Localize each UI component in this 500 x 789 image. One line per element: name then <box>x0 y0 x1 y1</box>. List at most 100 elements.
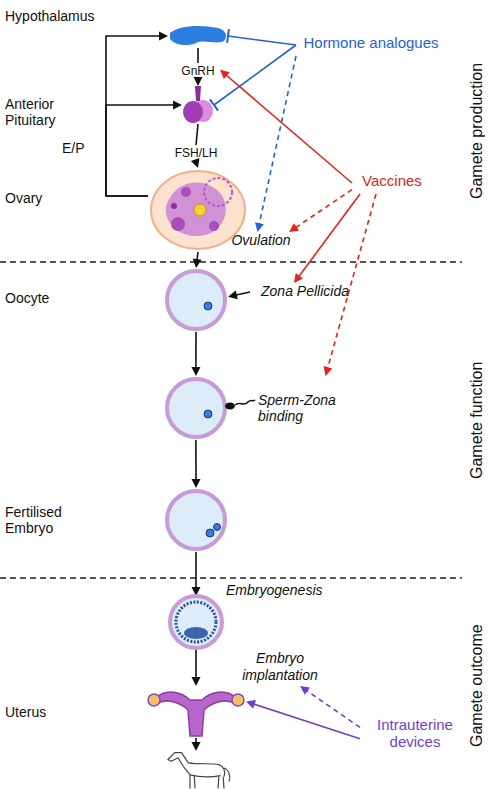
intervention-label: Intrauterine devices <box>360 716 470 754</box>
organ-label: Uterus <box>5 704 85 720</box>
arrow-head <box>193 259 202 268</box>
arrow-head <box>191 479 200 488</box>
connector-line <box>253 704 360 739</box>
foal-illustration <box>168 753 230 789</box>
pituitary-organ: Anterior Pituitary <box>182 86 214 124</box>
connector-line <box>195 440 197 481</box>
inhibit-bar <box>227 29 229 43</box>
node-text: Embryo implantation <box>230 650 330 684</box>
organ-label: Anterior Pituitary <box>5 96 85 128</box>
arrow-head <box>220 70 230 79</box>
hormone-label: FSH/LH <box>168 145 224 162</box>
arrow-head <box>300 686 310 695</box>
organ-label: Fertilised Embryo <box>5 504 85 536</box>
connector-line <box>327 194 376 369</box>
connector-line <box>259 56 296 225</box>
arrow-head <box>289 223 299 232</box>
connector <box>193 252 202 268</box>
pituitary-organ-shape <box>182 86 214 124</box>
uterus-organ-shape <box>146 686 246 738</box>
process-label: Embryogenesis <box>226 582 336 600</box>
connector-line <box>195 160 197 162</box>
hypothalamus-organ: Hypothalamus <box>168 24 228 48</box>
connector-line <box>235 292 250 295</box>
process-label: Embryo implantation <box>230 650 330 686</box>
connector <box>106 32 168 197</box>
connector-line <box>306 690 360 727</box>
connector <box>191 158 200 168</box>
organ-label: Sperm-Zona binding <box>258 392 354 424</box>
connector <box>228 290 250 299</box>
inhibit-bar <box>210 99 218 110</box>
connector <box>246 700 360 739</box>
section-label: Gamete production <box>468 20 492 242</box>
arrow-head <box>159 32 168 41</box>
section-divider <box>0 577 462 579</box>
section-divider <box>0 261 462 263</box>
connector-line <box>295 190 352 228</box>
intervention-label: Hormone analogues <box>296 34 446 56</box>
hypothalamus-organ-shape <box>168 24 228 48</box>
arrow-head <box>191 158 200 168</box>
connector <box>191 332 200 376</box>
arrow-head <box>194 77 203 86</box>
connector-line <box>195 332 197 369</box>
node-text: Ovulation <box>226 232 296 249</box>
edge-label: E/P <box>62 140 85 156</box>
uterus-organ: Uterus <box>146 686 246 738</box>
connector <box>255 56 296 232</box>
node-text: Zona Pellicida <box>250 283 360 300</box>
node-text: Vaccines <box>352 172 432 189</box>
connector-line <box>197 48 199 63</box>
arrow-head <box>191 367 200 376</box>
connector <box>191 440 200 488</box>
organ-label: Oocyte <box>5 290 85 306</box>
connector-line <box>214 45 296 105</box>
organ-label: Ovary <box>5 190 85 206</box>
arrow-head <box>324 366 333 376</box>
connector <box>294 194 360 283</box>
connector-line <box>196 124 198 145</box>
embryo-cell: Fertilised Embryo <box>164 488 228 552</box>
connector <box>289 190 352 232</box>
node-text: Hormone analogues <box>296 34 446 51</box>
node-text: Intrauterine devices <box>360 716 470 750</box>
connector <box>324 194 376 376</box>
organ-label: Hypothalamus <box>5 8 115 24</box>
connector <box>194 77 203 86</box>
oocyte-cell: Oocyte <box>164 268 228 332</box>
process-label: Ovulation <box>226 232 296 250</box>
hormone-label: GnRH <box>176 63 220 80</box>
arrow-head <box>173 101 182 110</box>
connector-line <box>228 36 296 45</box>
arrow-head <box>228 290 238 299</box>
structure-label: Zona Pellicida <box>250 283 360 301</box>
connector <box>220 70 352 183</box>
connector-line <box>106 105 175 196</box>
connector <box>227 29 296 45</box>
section-label: Gamete function <box>468 272 492 568</box>
connector-line <box>106 36 161 196</box>
connector-line <box>197 79 199 80</box>
connector <box>210 45 296 111</box>
connector-line <box>197 252 198 261</box>
arrow-head <box>294 273 303 283</box>
node-text: GnRH <box>176 63 220 80</box>
intervention-label: Vaccines <box>352 172 432 194</box>
connector <box>196 124 198 145</box>
connector <box>300 686 360 727</box>
arrow-head <box>246 700 256 709</box>
arrow-head <box>255 222 264 232</box>
connector-line <box>226 75 353 184</box>
connector-line <box>298 194 360 277</box>
node-text: FSH/LH <box>168 145 224 162</box>
blastocyst-illustration <box>170 596 222 648</box>
embryo-cell-shape <box>164 488 228 552</box>
connector <box>106 101 182 197</box>
section-label: Gamete outcome <box>468 588 492 784</box>
connector <box>198 48 199 63</box>
oocyte-cell-shape <box>164 268 228 332</box>
sperm-binding-cell: Sperm-Zona binding <box>164 376 354 440</box>
